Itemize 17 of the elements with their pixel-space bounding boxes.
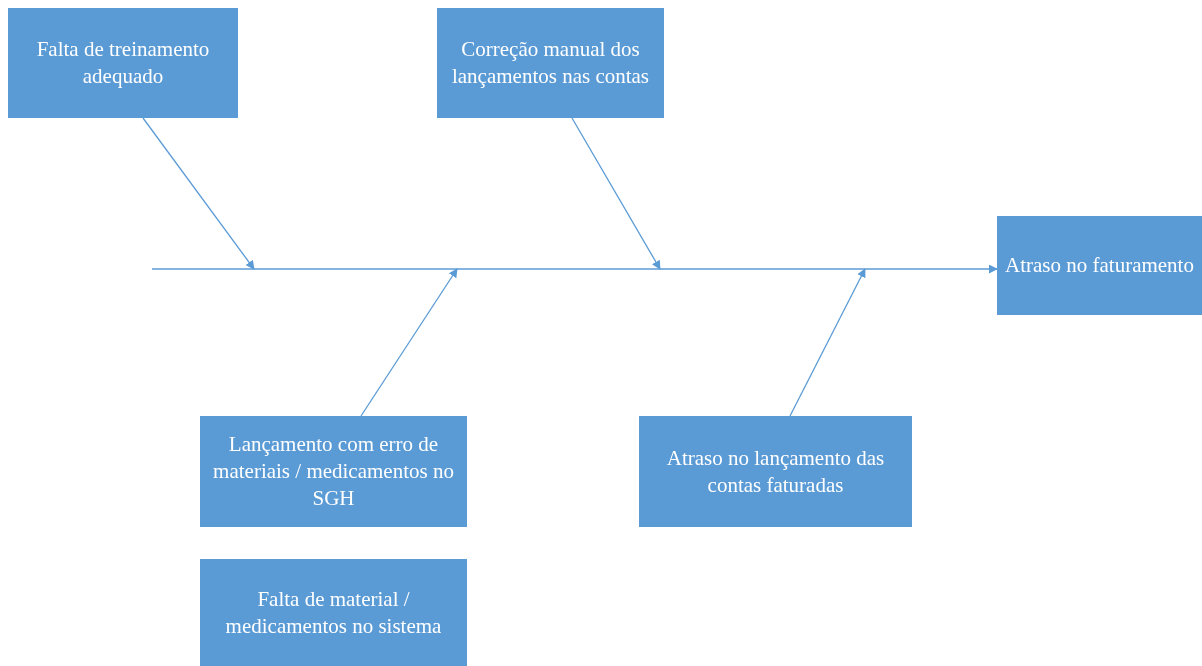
arrow [151,264,998,274]
effect-box [997,216,1202,315]
box-label: Falta de treinamento adequado [35,36,211,90]
box-label: Falta de material / medicamentos no sistema [224,585,443,640]
cause-box [8,8,238,118]
arrow [360,268,458,417]
box-label: Atraso no lançamento das contas faturadas [665,444,886,499]
cause-box [639,416,912,527]
arrow [142,117,255,270]
cause-box [200,416,467,527]
box-label: Lançamento com erro de materiais / medicamentos no SGH [212,431,455,512]
arrow [571,117,661,270]
cause-box [200,559,467,666]
arrow [789,268,866,417]
box-label: Atraso no faturamento [1005,252,1194,279]
box-label: Correção manual dos lançamentos nas contas [450,36,651,90]
cause-box [437,8,664,118]
